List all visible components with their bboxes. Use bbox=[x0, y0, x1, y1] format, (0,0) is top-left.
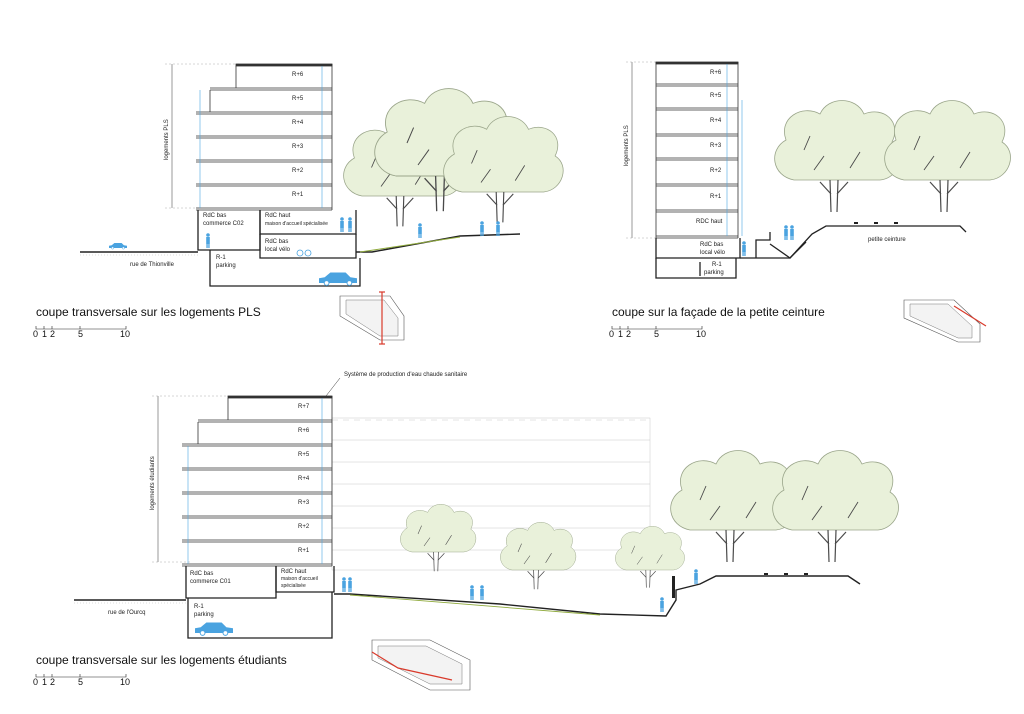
section-pls: logements PLS R+6 R+5 R+4 R+3 R+2 R+1 bbox=[33, 63, 564, 345]
room-label: RdC haut bbox=[265, 213, 291, 219]
room-label: local vélo bbox=[265, 247, 291, 253]
room-label: parking bbox=[194, 612, 214, 618]
room-label: R-1 bbox=[216, 255, 226, 261]
room-label: commerce C02 bbox=[203, 221, 244, 227]
floor-label: R+4 bbox=[298, 476, 310, 482]
floor-label: R+5 bbox=[298, 452, 310, 458]
room-label: local vélo bbox=[700, 250, 726, 256]
floor-label: R+6 bbox=[710, 70, 722, 76]
scale-tick: 5 bbox=[78, 677, 83, 687]
annotation-label: Système de production d'eau chaude sanit… bbox=[344, 372, 468, 378]
key-plan-ceinture bbox=[903, 299, 987, 343]
floor-label: R+2 bbox=[710, 168, 722, 174]
room-label: commerce C01 bbox=[190, 579, 231, 585]
key-plan-etudiants bbox=[371, 639, 471, 691]
scale-tick: 5 bbox=[78, 329, 83, 339]
room-label: parking bbox=[704, 270, 724, 276]
room-label: maison d'accueil spécialisée bbox=[265, 221, 328, 227]
room-label: RdC bas bbox=[700, 242, 723, 248]
section-title: coupe transversale sur les logements PLS bbox=[36, 305, 261, 319]
scale-tick: 10 bbox=[120, 329, 130, 339]
floor-label: R+2 bbox=[298, 524, 310, 530]
room-label: R-1 bbox=[712, 262, 722, 268]
floor-label: R+4 bbox=[710, 118, 722, 124]
section-etudiants: logements étudiants Système de productio… bbox=[33, 372, 900, 691]
floor-label: R+7 bbox=[298, 404, 310, 410]
section-petite-ceinture: logements PLS R+6 R+5 R+4 R+3 R+2 R+1 RD… bbox=[609, 61, 1012, 343]
scale-tick: 10 bbox=[120, 677, 130, 687]
floor-label: R+1 bbox=[292, 192, 304, 198]
scale-tick: 5 bbox=[654, 329, 659, 339]
scale-tick: 1 bbox=[42, 677, 47, 687]
floor-label: R+3 bbox=[710, 143, 722, 149]
floor-label: R+5 bbox=[710, 93, 722, 99]
scale-tick: 2 bbox=[50, 677, 55, 687]
floor-label: R+1 bbox=[710, 194, 722, 200]
scale-tick: 0 bbox=[609, 329, 614, 339]
room-label: R-1 bbox=[194, 604, 204, 610]
room-label: spécialisée bbox=[281, 583, 306, 589]
room-label: maison d'accueil bbox=[281, 576, 318, 582]
room-label: RdC bas bbox=[190, 571, 213, 577]
background-elevation bbox=[331, 417, 651, 571]
floor-label: R+1 bbox=[298, 548, 310, 554]
street-label: rue de l'Ourcq bbox=[108, 610, 146, 616]
room-label: RdC haut bbox=[281, 569, 307, 575]
scale-tick: 1 bbox=[618, 329, 623, 339]
section-title: coupe sur la façade de la petite ceintur… bbox=[612, 305, 825, 319]
vertical-label-pls-2: logements PLS bbox=[624, 125, 630, 166]
floor-label: R+6 bbox=[292, 72, 304, 78]
vertical-label-etudiants: logements étudiants bbox=[150, 456, 156, 510]
floor-label: R+3 bbox=[292, 144, 304, 150]
scale-tick: 0 bbox=[33, 329, 38, 339]
floor-label: R+6 bbox=[298, 428, 310, 434]
scale-tick: 2 bbox=[626, 329, 631, 339]
floor-label: R+5 bbox=[292, 96, 304, 102]
scale-bar: 0 1 2 5 10 bbox=[33, 326, 130, 339]
scale-bar: 0 1 2 5 10 bbox=[33, 674, 130, 687]
room-label: RdC bas bbox=[203, 213, 226, 219]
vertical-label-pls: logements PLS bbox=[164, 119, 170, 160]
section-title: coupe transversale sur les logements étu… bbox=[36, 653, 287, 667]
room-label: RdC bas bbox=[265, 239, 288, 245]
scale-tick: 10 bbox=[696, 329, 706, 339]
floor-label: R+2 bbox=[292, 168, 304, 174]
scale-tick: 2 bbox=[50, 329, 55, 339]
room-label: parking bbox=[216, 263, 236, 269]
scale-bar: 0 1 2 5 10 bbox=[609, 326, 706, 339]
key-plan-pls bbox=[339, 291, 405, 345]
street-label: rue de Thionville bbox=[130, 262, 175, 268]
floor-label: RDC haut bbox=[696, 219, 723, 225]
rail-label: petite ceinture bbox=[868, 237, 906, 243]
floor-label: R+4 bbox=[292, 120, 304, 126]
floor-label: R+3 bbox=[298, 500, 310, 506]
scale-tick: 0 bbox=[33, 677, 38, 687]
scale-tick: 1 bbox=[42, 329, 47, 339]
